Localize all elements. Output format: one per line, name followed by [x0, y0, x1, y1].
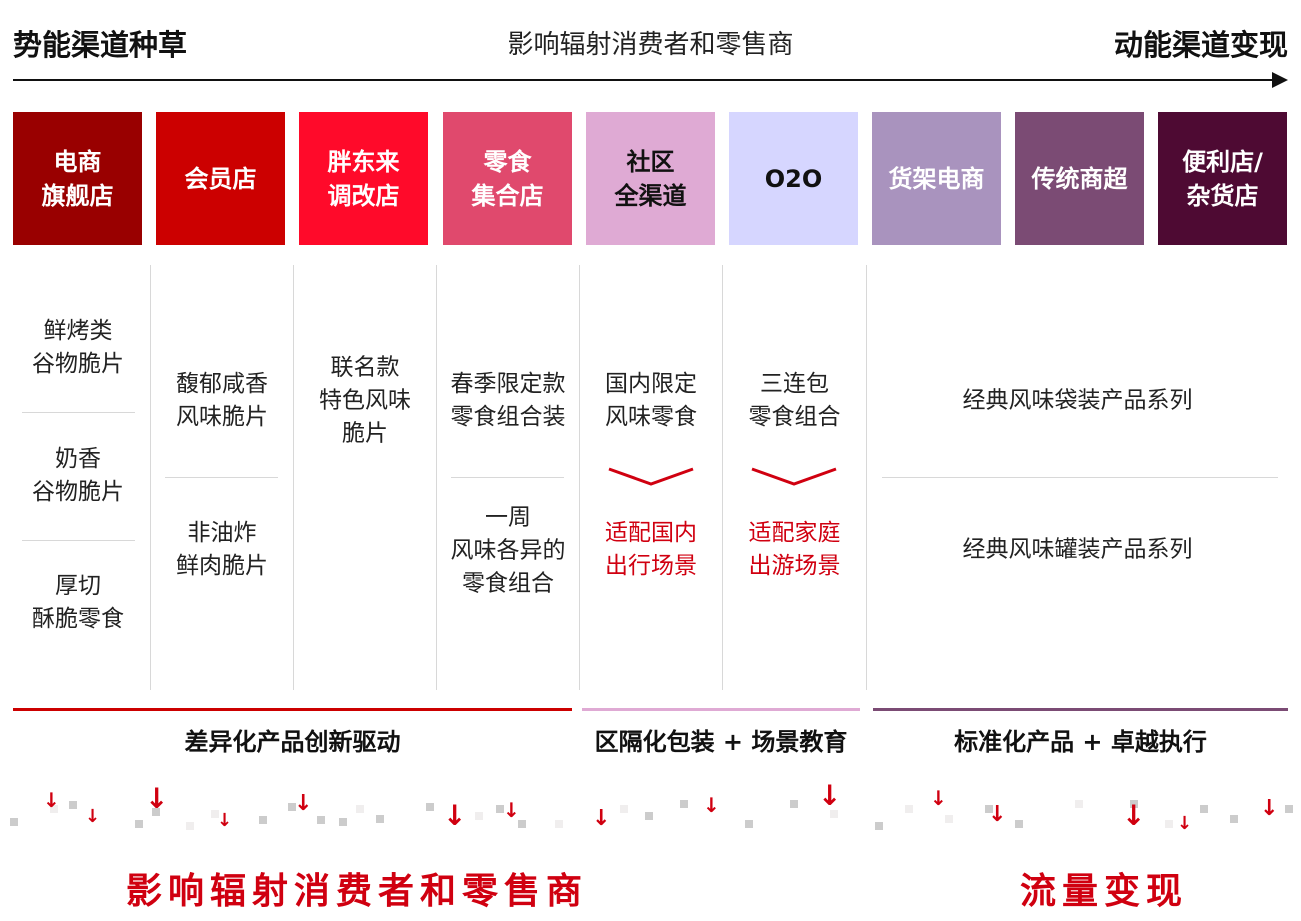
decorative-dot	[10, 818, 18, 826]
decorative-dot	[1285, 805, 1293, 813]
arrow-down-icon: ↓	[43, 788, 60, 812]
row-divider	[451, 477, 564, 478]
scene-label: 适配家庭 出游场景	[748, 520, 841, 579]
decorative-dot	[1130, 800, 1138, 808]
header-left-title: 势能渠道种草	[13, 28, 188, 62]
arrow-down-icon: ↓	[818, 779, 842, 812]
decorative-dot	[1230, 815, 1238, 823]
scene-label: 适配国内 出行场景	[605, 520, 697, 579]
channel-box: 社区 全渠道	[586, 112, 715, 245]
decorative-dot	[875, 822, 883, 830]
decorative-dot	[830, 810, 838, 818]
channel-box: 胖东来 调改店	[299, 112, 428, 245]
column-divider	[150, 265, 151, 690]
arrow-head-icon	[1272, 72, 1288, 88]
arrow-down-icon: ↓	[294, 791, 313, 816]
product-item: 奶香 谷物脆片	[32, 446, 124, 505]
footer-left-slogan: 影响辐射消费者和零售商	[126, 871, 589, 912]
arrow-down-icon: ↓	[988, 802, 1007, 827]
product-item: 厚切 酥脆零食	[32, 573, 124, 632]
timeline-arrow-line	[13, 79, 1278, 81]
decorative-dot	[356, 805, 364, 813]
decorative-dot	[645, 812, 653, 820]
decorative-dot	[475, 812, 483, 820]
section-line-standardized	[873, 708, 1288, 711]
decorative-dot	[376, 815, 384, 823]
footer-right-slogan: 流量变现	[1020, 871, 1189, 912]
product-item: 春季限定款 零食组合装	[450, 371, 566, 430]
arrow-down-icon: ↓	[503, 798, 520, 822]
arrow-down-icon: ↓	[703, 793, 720, 817]
chevron-down-icon	[608, 467, 694, 486]
section-label-packaging: 区隔化包装 + 场景教育	[594, 728, 848, 756]
decorative-dot	[745, 820, 753, 828]
row-divider	[165, 477, 278, 478]
row-divider	[22, 540, 135, 541]
row-divider	[22, 412, 135, 413]
decorative-dot	[518, 820, 526, 828]
channel-box: 便利店/ 杂货店	[1158, 112, 1287, 245]
decorative-dot	[152, 808, 160, 816]
product-item: 非油炸 鲜肉脆片	[176, 520, 268, 579]
decorative-dot	[186, 822, 194, 830]
arrow-down-icon: ↓	[1177, 813, 1193, 834]
product-item: 一周 风味各异的 零食组合	[450, 504, 566, 597]
decorative-dot	[317, 816, 325, 824]
decorative-dot	[69, 801, 77, 809]
header-center-subtitle: 影响辐射消费者和零售商	[507, 30, 794, 60]
arrow-down-icon: ↓	[592, 806, 611, 831]
header-right-title: 动能渠道变现	[1113, 28, 1288, 62]
column-divider	[722, 265, 723, 690]
arrow-down-icon: ↓	[930, 786, 947, 810]
arrow-down-icon: ↓	[443, 799, 467, 832]
column-divider	[579, 265, 580, 690]
chevron-down-icon	[751, 467, 837, 486]
product-item: 经典风味罐装产品系列	[962, 536, 1193, 563]
decorative-dot	[985, 805, 993, 813]
decorative-dot	[905, 805, 913, 813]
channel-box: 传统商超	[1015, 112, 1144, 245]
product-item: 馥郁咸香 风味脆片	[176, 371, 268, 430]
decorative-dot	[680, 800, 688, 808]
arrow-down-icon: ↓	[85, 806, 101, 827]
product-item: 三连包 零食组合	[748, 371, 841, 430]
decorative-dot	[259, 816, 267, 824]
section-label-standardized: 标准化产品 + 卓越执行	[954, 728, 1207, 756]
decorative-dot	[1200, 805, 1208, 813]
arrow-down-icon: ↓	[1122, 799, 1146, 832]
product-item: 经典风味袋装产品系列	[962, 387, 1193, 414]
decorative-dot	[620, 805, 628, 813]
decorative-dot	[426, 803, 434, 811]
product-item: 国内限定 风味零食	[605, 371, 697, 430]
decorative-dot	[790, 800, 798, 808]
arrow-down-icon: ↓	[145, 782, 169, 815]
channel-box: O2O	[729, 112, 858, 245]
section-line-innovation	[13, 708, 572, 711]
column-divider	[436, 265, 437, 690]
decorative-dot	[288, 803, 296, 811]
row-divider	[882, 477, 1278, 478]
channel-box: 会员店	[156, 112, 285, 245]
arrow-down-icon: ↓	[1260, 796, 1279, 821]
decorative-dot	[339, 818, 347, 826]
decorative-dot	[496, 805, 504, 813]
decorative-dot	[945, 815, 953, 823]
column-divider	[866, 265, 867, 690]
product-item: 鲜烤类 谷物脆片	[32, 318, 124, 377]
column-divider	[293, 265, 294, 690]
decorative-dot	[135, 820, 143, 828]
decorative-dot	[1075, 800, 1083, 808]
arrow-down-icon: ↓	[217, 810, 233, 831]
channel-box: 电商 旗舰店	[13, 112, 142, 245]
decorative-dot	[50, 805, 58, 813]
decorative-dot	[555, 820, 563, 828]
product-item: 联名款 特色风味 脆片	[319, 354, 411, 447]
section-label-innovation: 差异化产品创新驱动	[184, 728, 401, 756]
channel-box: 货架电商	[872, 112, 1001, 245]
section-line-packaging	[582, 708, 860, 711]
decorative-dot	[211, 810, 219, 818]
channel-box: 零食 集合店	[443, 112, 572, 245]
decorative-dot	[1165, 820, 1173, 828]
decorative-dot	[1015, 820, 1023, 828]
